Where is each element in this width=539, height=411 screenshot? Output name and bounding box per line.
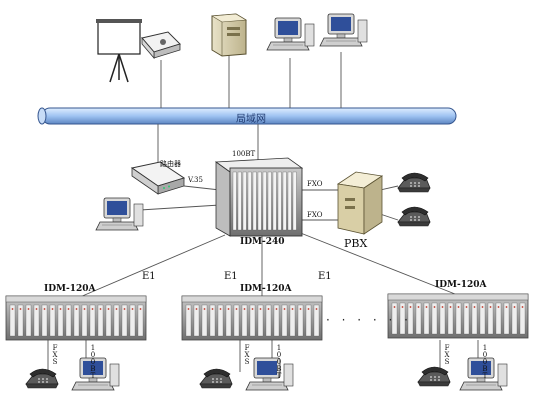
fxs-port-label: FXS (243, 344, 251, 365)
uplink-label: 100BT (232, 150, 256, 158)
idm-120a-chassis-icon (181, 295, 323, 341)
e1-link-label: E1 (318, 271, 332, 282)
projector-screen-icon (96, 19, 142, 83)
pbx-label: PBX (344, 237, 368, 250)
router-icon (130, 161, 186, 195)
e1-link-label: E1 (224, 271, 238, 282)
lan-bus (37, 107, 457, 125)
main-device-label: IDM-240 (240, 237, 285, 247)
server-icon (211, 13, 247, 57)
workstation-pc-icon (95, 197, 144, 231)
telephone-icon (25, 368, 59, 389)
e1-link-label: E1 (142, 271, 156, 282)
fxo-label: FXO (307, 180, 323, 188)
ethernet-port-label: 100BT (481, 344, 489, 379)
projector-icon (141, 31, 181, 60)
desktop-pc-icon (245, 357, 294, 391)
ethernet-port-label: 100BT (275, 344, 283, 379)
more-devices-ellipsis: · · · · · · (326, 313, 412, 327)
telephone-icon (397, 172, 431, 193)
telephone-icon (397, 206, 431, 227)
idm-240-chassis-icon (214, 157, 304, 237)
router-label: 路由器 (160, 160, 181, 168)
telephone-icon (199, 368, 233, 389)
fxs-port-label: FXS (443, 344, 451, 365)
fxs-port-label: FXS (51, 344, 59, 365)
ethernet-port-label: 100BT (89, 344, 97, 379)
idm-120a-chassis-icon (5, 295, 147, 341)
remote-device-label: IDM-120A (435, 280, 487, 290)
fxo-label: FXO (307, 211, 323, 219)
telephone-icon (417, 366, 451, 387)
lan-label: 局域网 (236, 114, 266, 125)
v35-label: V.35 (188, 176, 203, 184)
desktop-pc-icon (266, 17, 315, 51)
remote-device-label: IDM-120A (240, 284, 292, 294)
desktop-pc-icon (319, 13, 368, 47)
pbx-cabinet-icon (336, 171, 384, 235)
remote-device-label: IDM-120A (44, 284, 96, 294)
